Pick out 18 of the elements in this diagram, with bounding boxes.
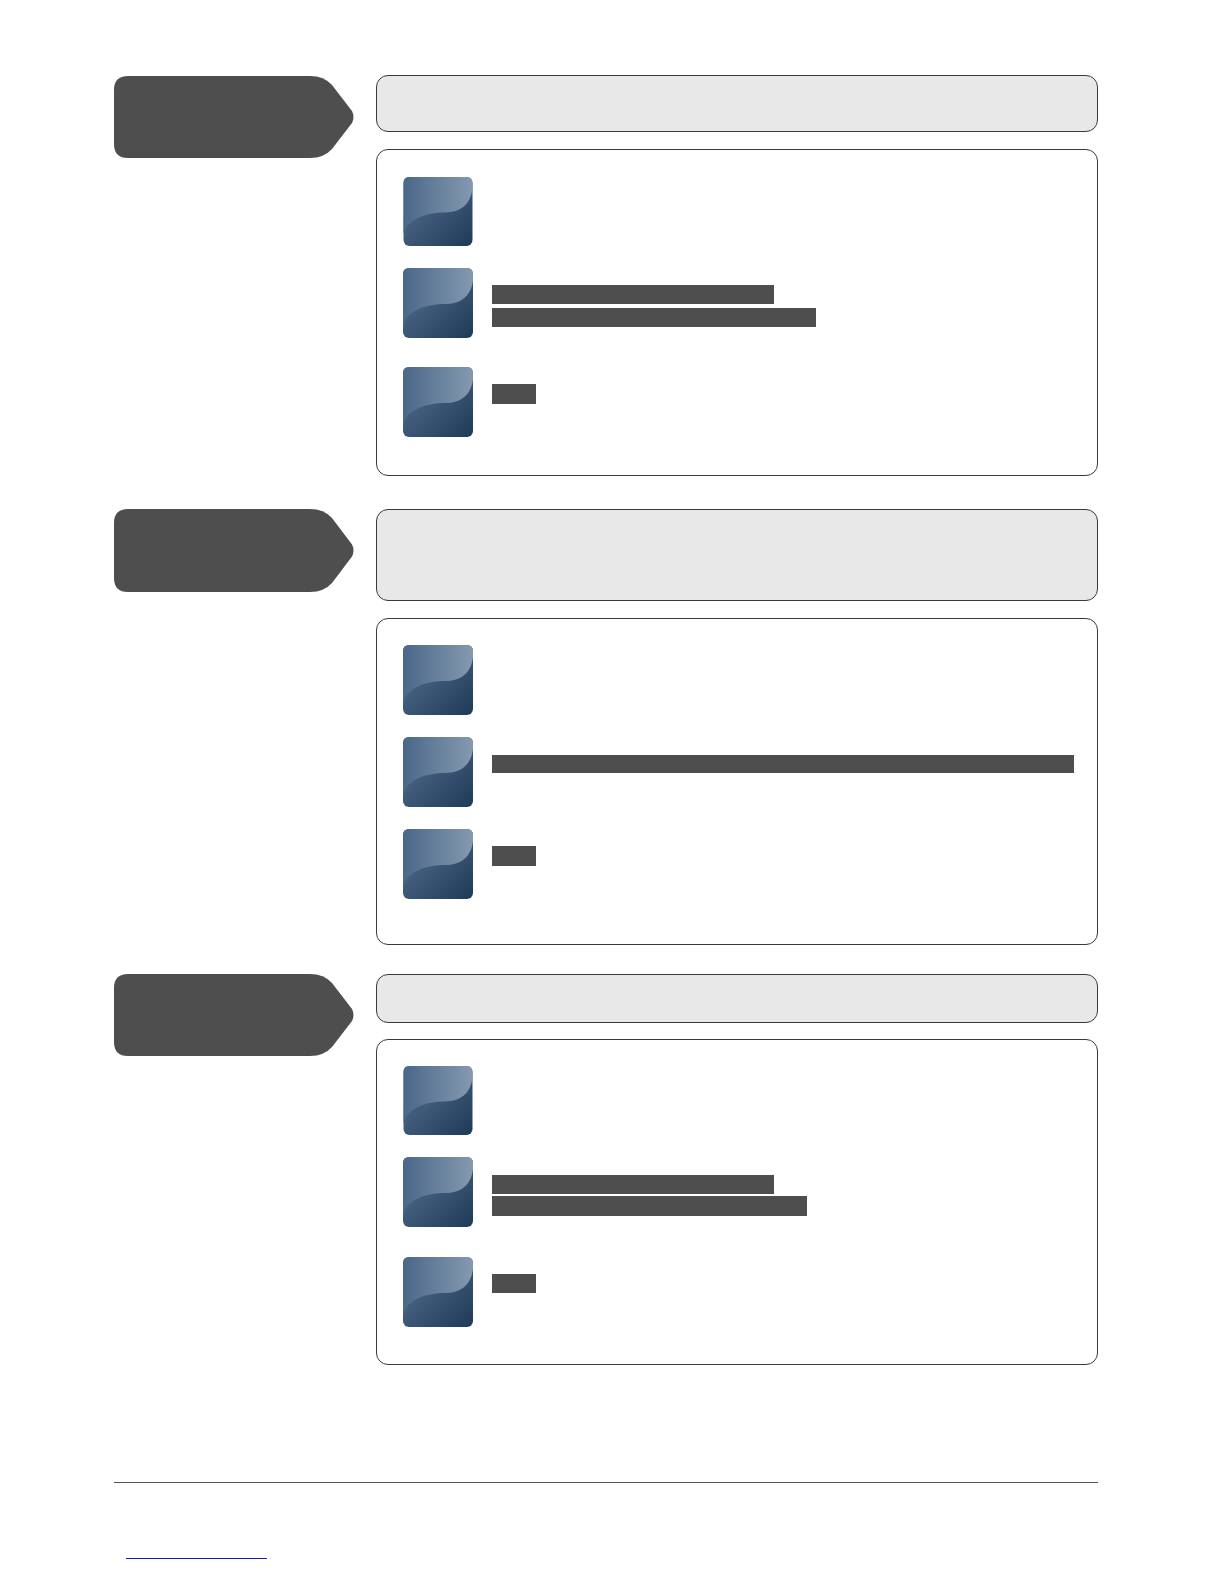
wave-icon xyxy=(403,367,473,437)
wave-icon xyxy=(403,1066,473,1135)
header-bar xyxy=(376,974,1098,1023)
content-panel xyxy=(376,618,1098,945)
wave-icon xyxy=(403,737,473,807)
section-tag xyxy=(114,974,356,1056)
content-panel xyxy=(376,1039,1098,1365)
wave-icon xyxy=(403,177,473,246)
content-panel xyxy=(376,149,1098,476)
wave-icon xyxy=(403,829,473,899)
wave-icon xyxy=(403,268,473,338)
section-tag xyxy=(114,76,356,158)
wave-icon xyxy=(403,645,473,715)
wave-icon xyxy=(403,1157,473,1227)
header-bar xyxy=(376,509,1098,601)
wave-icon xyxy=(403,1257,473,1327)
header-bar xyxy=(376,75,1098,132)
section-tag xyxy=(114,509,356,592)
